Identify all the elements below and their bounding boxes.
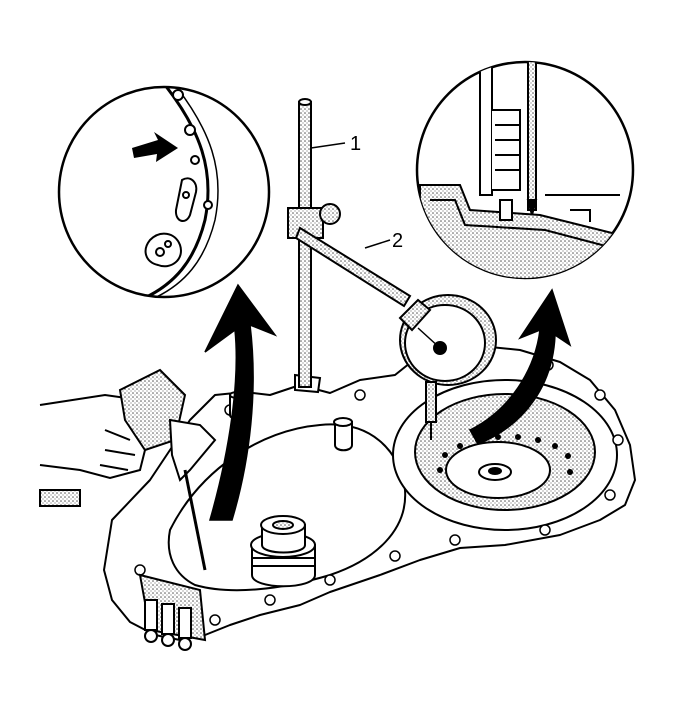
callout-2: 2 bbox=[392, 230, 403, 252]
indicator-arm bbox=[294, 226, 412, 308]
callout-leaders bbox=[310, 142, 391, 249]
callout-1: 1 bbox=[350, 133, 361, 155]
air-gun-hand bbox=[39, 368, 217, 571]
arrow-icon bbox=[132, 132, 178, 162]
arrow-icon bbox=[468, 288, 572, 445]
valve-body bbox=[138, 573, 207, 651]
dial-indicator-stand bbox=[287, 98, 412, 388]
dial-indicator bbox=[398, 294, 497, 440]
hub-bore bbox=[488, 467, 502, 475]
air-hose bbox=[39, 489, 81, 507]
detail-view-right bbox=[415, 60, 635, 280]
arrow-icon bbox=[204, 283, 278, 521]
clamp-knob bbox=[319, 203, 341, 225]
piston-stack bbox=[250, 515, 316, 588]
detail-view-left bbox=[57, 85, 271, 299]
